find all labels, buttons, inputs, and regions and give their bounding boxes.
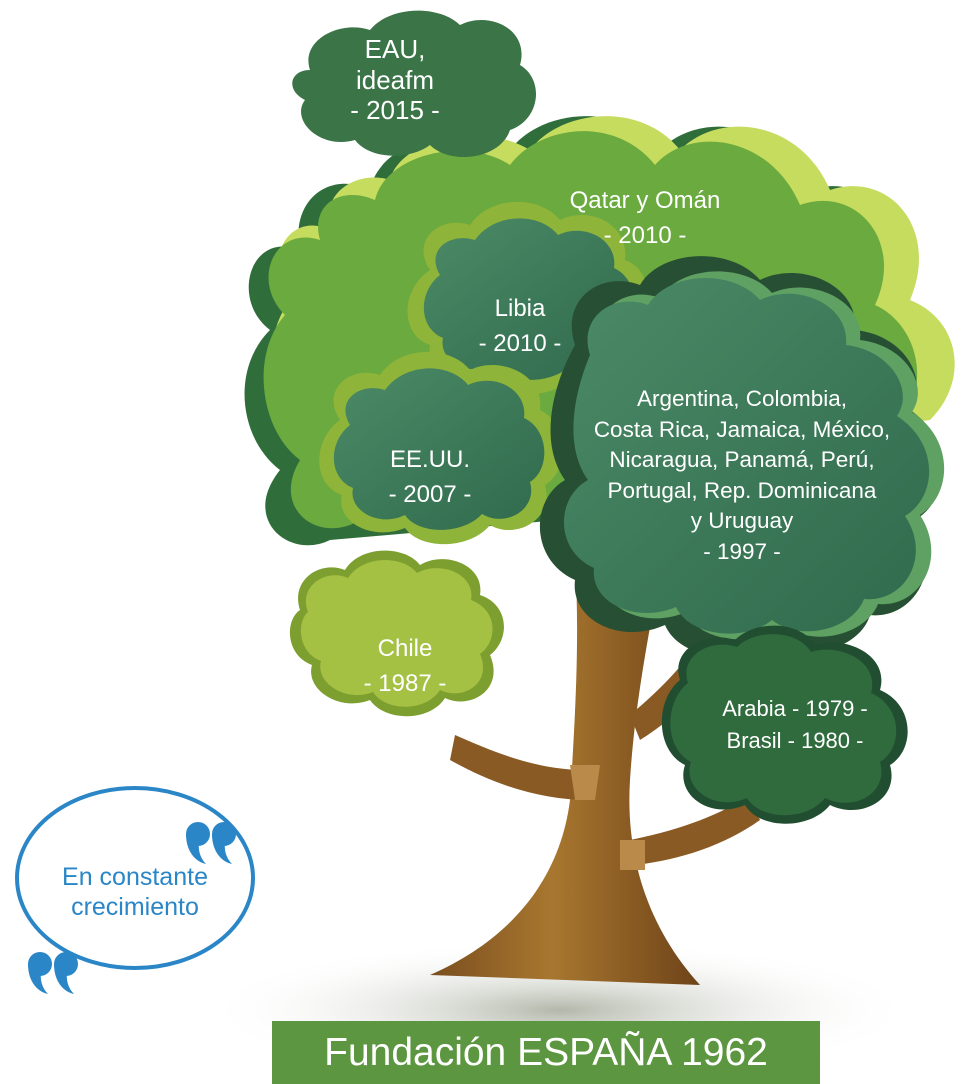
- latam-label: Argentina, Colombia, Costa Rica, Jamaica…: [582, 384, 902, 568]
- eau-line2: ideafm: [355, 64, 435, 95]
- libia-year: - 2010 -: [478, 329, 562, 357]
- latam-line-2: Costa Rica, Jamaica, México,: [593, 416, 891, 442]
- chile-label: Chile - 1987 -: [340, 632, 470, 702]
- arabia-line: Arabia - 1979 -: [722, 696, 868, 721]
- latam-line-3: Nicaragua, Panamá, Perú,: [609, 447, 875, 473]
- arabia-brasil-cloud: [661, 625, 908, 824]
- chile-year: - 1987 -: [363, 669, 447, 697]
- chile-title: Chile: [377, 635, 433, 662]
- eau-label: EAU, ideafm - 2015 -: [320, 34, 470, 126]
- quote-line2: crecimiento: [71, 893, 199, 921]
- qatar-year: - 2010 -: [603, 221, 687, 249]
- chile-cloud: [289, 550, 504, 717]
- libia-title: Libia: [494, 295, 546, 322]
- eeuu-cloud: [319, 351, 564, 545]
- quote-line1: En constante: [62, 863, 208, 891]
- latam-line-4: Portugal, Rep. Dominicana: [607, 477, 877, 503]
- eau-line1: EAU,: [364, 34, 426, 64]
- quote-mark-close-icon: [186, 822, 236, 864]
- qatar-label: Qatar y Omán - 2010 -: [545, 184, 745, 254]
- latam-year: - 1997 -: [703, 538, 781, 564]
- eau-cloud: [292, 10, 537, 157]
- latam-cloud: [539, 256, 945, 656]
- eeuu-label: EE.UU. - 2007 -: [365, 443, 495, 513]
- arabia-brasil-label: Arabia - 1979 - Brasil - 1980 -: [695, 693, 895, 757]
- qatar-title: Qatar y Omán: [569, 187, 721, 214]
- latam-line-5: y Uruguay: [690, 508, 794, 534]
- quote-mark-open-icon: [28, 952, 78, 994]
- eeuu-year: - 2007 -: [388, 480, 472, 508]
- brasil-line: Brasil - 1980 -: [726, 727, 864, 753]
- eau-year: - 2015 -: [350, 95, 440, 126]
- quote-text: En constante crecimiento: [22, 862, 248, 922]
- footer-banner: Fundación ESPAÑA 1962: [272, 1021, 820, 1084]
- eeuu-title: EE.UU.: [389, 446, 470, 473]
- libia-label: Libia - 2010 -: [450, 292, 590, 362]
- latam-line-1: Argentina, Colombia,: [636, 386, 848, 411]
